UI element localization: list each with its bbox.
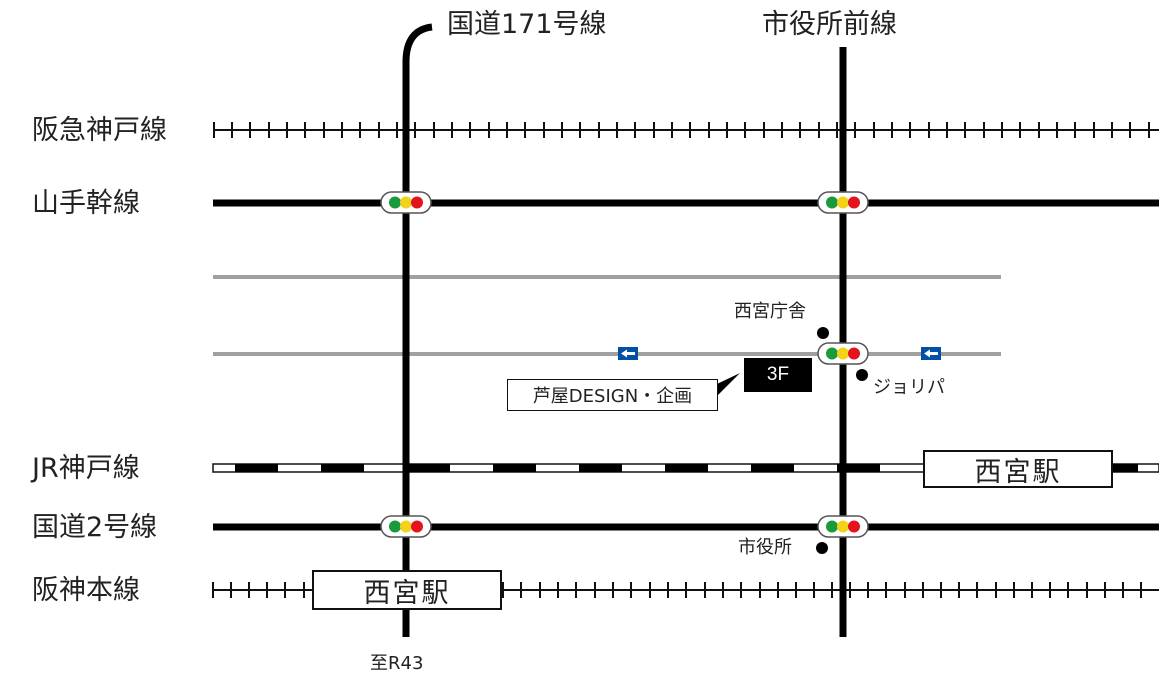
line-label-hankyu: 阪急神戸線: [32, 115, 167, 146]
traffic-signal-shiyakusho-minor: [817, 342, 869, 365]
vertical-roads: [402, 23, 847, 637]
line-label-jr: JR神戸線: [32, 453, 140, 484]
traffic-signal-shiyakusho-yamate: [817, 191, 869, 214]
company-name: 芦屋DESIGN・企画: [532, 386, 693, 407]
traffic-signal-171-route2: [380, 515, 432, 538]
city-hall-building-marker: [817, 327, 829, 339]
landmark-jolipa: ジョリパ: [873, 377, 945, 398]
road-label-shiyakusho-mae: 市役所前線: [762, 9, 897, 40]
city-hall-marker: [816, 542, 828, 554]
jr-railway: [212, 463, 1159, 473]
major-roads: [213, 199, 1159, 531]
oneway-sign-left: [618, 347, 638, 360]
direction-note-r43: 至R43: [370, 653, 424, 674]
landmark-city-hall-building: 西宮庁舎: [734, 301, 806, 322]
line-label-yamate: 山手幹線: [32, 188, 140, 219]
callout-pointer: [717, 373, 740, 396]
jr-nishinomiya-station: 西宮駅: [923, 450, 1113, 488]
jolipa-marker: [856, 369, 868, 381]
floor-badge: 3F: [744, 358, 812, 392]
landmark-city-hall: 市役所: [738, 537, 792, 558]
destination-company-label: 芦屋DESIGN・企画: [507, 379, 718, 411]
traffic-signal-shiyakusho-route2: [817, 515, 869, 538]
traffic-signal-171-yamate: [380, 191, 432, 214]
line-label-hanshin: 阪神本線: [32, 575, 140, 606]
road-label-route171: 国道171号線: [447, 9, 607, 40]
oneway-sign-right: [921, 347, 941, 360]
line-label-route2: 国道2号線: [32, 512, 158, 543]
hanshin-nishinomiya-station: 西宮駅: [312, 570, 502, 610]
station-name: 西宮駅: [363, 577, 451, 609]
hanshin-railway: [212, 582, 1159, 598]
station-name: 西宮駅: [974, 456, 1062, 488]
hankyu-railway: [213, 122, 1159, 138]
floor-number: 3F: [766, 364, 790, 385]
minor-roads: [213, 275, 1001, 356]
